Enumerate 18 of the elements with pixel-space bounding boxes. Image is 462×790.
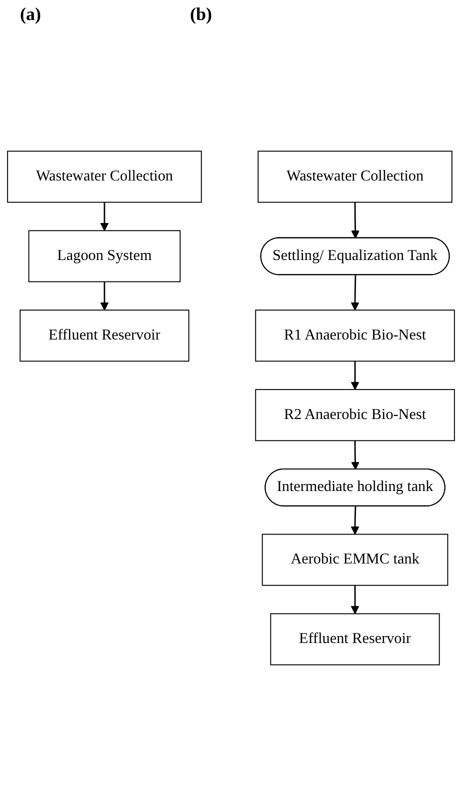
node-box: R1 Anaerobic Bio-Nest [255, 310, 455, 362]
node-box: Effluent Reservoir [270, 613, 440, 666]
arrow [351, 202, 360, 239]
panel-label: (b) [190, 4, 212, 25]
node-box: Wastewater Collection [7, 150, 202, 203]
node-box: Effluent Reservoir [20, 310, 190, 362]
arrow [100, 282, 109, 310]
arrow [351, 440, 360, 470]
arrow [100, 202, 109, 232]
node-box: Aerobic EMMC tank [262, 534, 448, 586]
node-box: R2 Anaerobic Bio-Nest [255, 389, 455, 442]
arrow [350, 361, 360, 390]
node-box: Lagoon System [28, 230, 181, 282]
panel-label: (a) [20, 4, 41, 25]
node-box: Wastewater Collection [258, 150, 452, 203]
arrow [350, 275, 360, 310]
arrow [350, 506, 360, 535]
arrow [350, 585, 360, 614]
